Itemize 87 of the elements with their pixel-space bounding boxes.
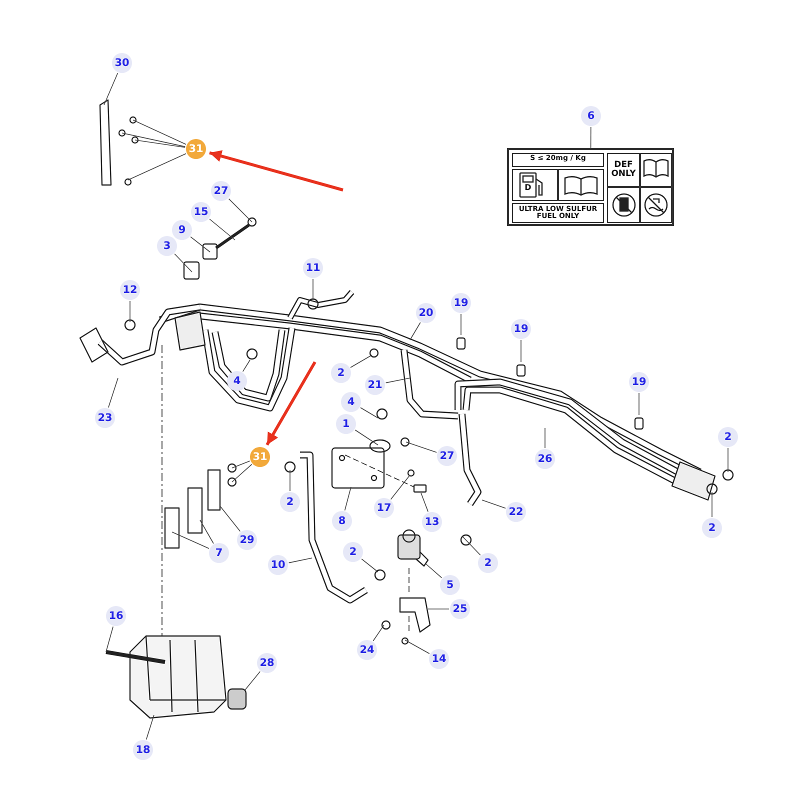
leader-line [420, 492, 428, 512]
callout-number: 2 [343, 542, 363, 562]
leader-line [174, 254, 192, 272]
leader-line [462, 536, 481, 556]
callout-number: 25 [450, 599, 470, 619]
leader-line [404, 640, 430, 654]
leader-line [190, 236, 210, 252]
leader-line [372, 624, 384, 642]
callout-number: 27 [211, 181, 231, 201]
callout-number: 13 [422, 512, 442, 532]
leader-line [360, 407, 378, 418]
leader-line [288, 558, 312, 564]
leader-line [361, 558, 378, 572]
warning-decal [507, 148, 674, 226]
leader-line [406, 442, 437, 453]
decal-text: DEF ONLY [610, 161, 637, 179]
callout-number: 21 [365, 375, 385, 395]
leader-line [482, 500, 506, 509]
callout-number: 19 [511, 319, 531, 339]
leader-line [200, 520, 214, 544]
leader-line [220, 506, 241, 532]
leader-line [134, 140, 186, 148]
leader-line [128, 153, 186, 180]
leader-line [344, 486, 352, 511]
callout-number: 2 [331, 363, 351, 383]
leader-line [312, 278, 314, 300]
callout-number: 23 [95, 408, 115, 428]
callout-number: 10 [268, 555, 288, 575]
leader-line [228, 198, 252, 222]
callout-number: 19 [629, 372, 649, 392]
callout-number: 2 [702, 518, 722, 538]
leader-line [590, 126, 592, 148]
leader-line [108, 378, 118, 408]
callout-number: 26 [535, 449, 555, 469]
callout-number: 18 [133, 740, 153, 760]
callout-number: 20 [416, 303, 436, 323]
leader-line [244, 671, 260, 690]
leader-line [460, 314, 462, 336]
leader-line [104, 72, 118, 106]
leader-line [638, 392, 640, 416]
callout-number: 22 [506, 502, 526, 522]
arrow [266, 361, 316, 446]
leader-line [172, 532, 210, 549]
leader-line [520, 340, 522, 362]
leader-line [132, 120, 186, 145]
callout-number: 31 [250, 447, 270, 467]
callout-number: 30 [112, 53, 132, 73]
callout-number: 28 [257, 653, 277, 673]
callout-number: 16 [106, 606, 126, 626]
leader-line [350, 354, 372, 368]
callout-number: 1 [336, 414, 356, 434]
leader-line [232, 464, 252, 482]
callout-number: 19 [451, 293, 471, 313]
leader-line [410, 322, 421, 340]
callout-number: 17 [374, 498, 394, 518]
leader-line [146, 714, 154, 740]
leader-line [354, 430, 378, 446]
callout-number: 31 [186, 139, 206, 159]
leader-line [385, 378, 410, 384]
callout-number: 5 [440, 575, 460, 595]
leader-line [122, 132, 186, 148]
callout-number: 2 [280, 492, 300, 512]
callout-number: 2 [478, 553, 498, 573]
leader-line [390, 474, 410, 500]
callout-number: 4 [341, 392, 361, 412]
leader-line [242, 360, 250, 372]
callout-number: 24 [357, 640, 377, 660]
leader-line [106, 626, 114, 652]
callout-number: 12 [120, 280, 140, 300]
callout-number: 15 [191, 202, 211, 222]
callout-number: 3 [157, 236, 177, 256]
callout-number: 27 [437, 446, 457, 466]
leader-line [232, 460, 250, 468]
callout-number: 29 [237, 530, 257, 550]
callout-number: 2 [718, 427, 738, 447]
callout-number: 14 [429, 649, 449, 669]
callout-number: 9 [172, 220, 192, 240]
callout-number: 8 [332, 511, 352, 531]
leader-line [428, 608, 450, 610]
leader-line [426, 564, 442, 578]
callout-number: 6 [581, 106, 601, 126]
leader-line [209, 218, 236, 240]
leader-line [544, 428, 546, 448]
callout-number: 7 [209, 543, 229, 563]
decal-text: D [524, 184, 532, 192]
callout-number: 11 [303, 258, 323, 278]
arrow [209, 150, 344, 192]
